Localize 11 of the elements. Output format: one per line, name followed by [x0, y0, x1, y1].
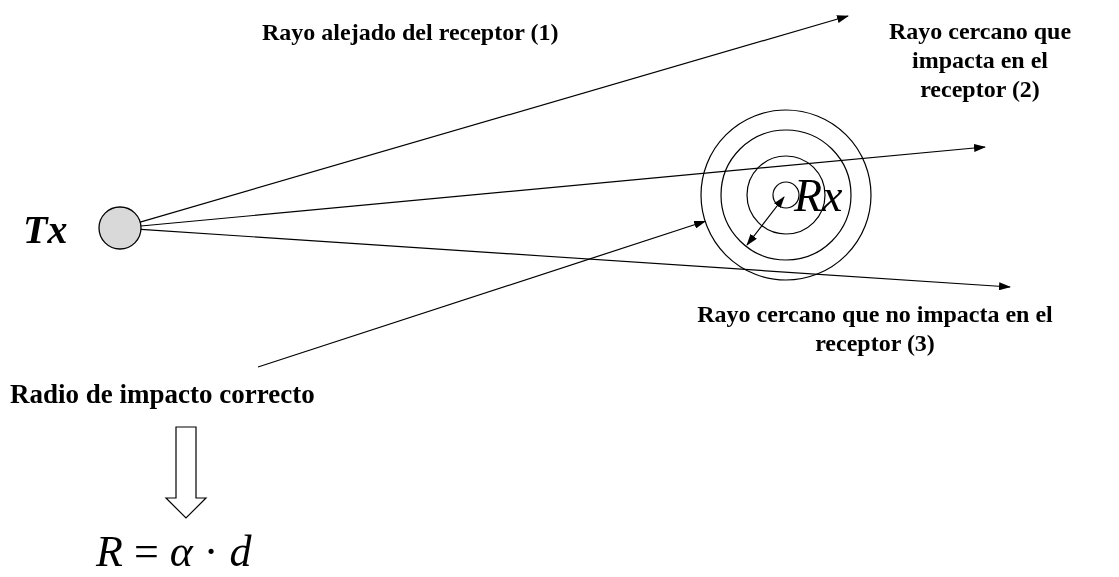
arrow — [139, 15, 849, 223]
formula-text: R = α · d — [96, 528, 252, 576]
caption-text: Radio de impacto correcto — [10, 378, 315, 410]
edge-label: Rayo cercano que no impacta en el receptor (3) — [696, 300, 1054, 358]
transmitter-label: Tx — [23, 209, 68, 251]
edge-label: Rayo alejado del receptor (1) — [262, 18, 560, 47]
arrow — [140, 228, 1011, 291]
block-arrow — [164, 426, 208, 519]
edge-label: Rayo cercano que impacta en el receptor (2) — [887, 17, 1073, 104]
leader-line — [257, 220, 707, 368]
arrow — [140, 144, 986, 227]
